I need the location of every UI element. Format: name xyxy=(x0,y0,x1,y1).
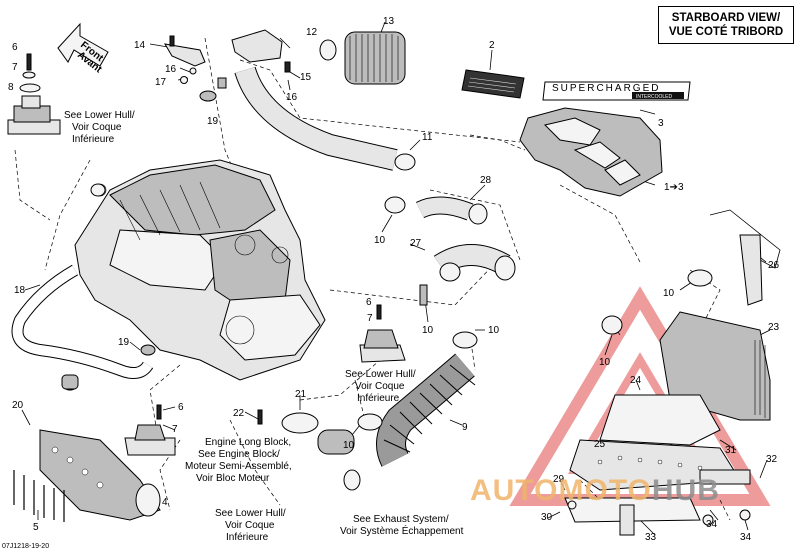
callout-24: 24 xyxy=(630,375,642,386)
callout-28: 28 xyxy=(480,175,492,186)
watermark-part2: HUB xyxy=(651,474,720,507)
callout-7c: 7 xyxy=(172,424,178,435)
callout-31: 31 xyxy=(725,445,737,456)
footer-code: 07J1218-19-20 xyxy=(2,543,50,550)
intercooler-23 xyxy=(601,311,771,421)
callout-7: 7 xyxy=(12,62,18,73)
callout-10c: 10 xyxy=(599,357,611,368)
note-lower-hull-3-l2: Voir Coque xyxy=(225,520,275,531)
note-lower-hull-3-l3: Inférieure xyxy=(226,532,269,543)
plate-24 xyxy=(599,394,721,446)
engine-block xyxy=(74,159,326,381)
engine-mount-mid xyxy=(124,404,176,456)
plate-25 xyxy=(569,439,741,491)
watermark-part1: AUTOMOTO xyxy=(470,474,652,507)
callout-10f: 10 xyxy=(343,440,355,451)
callout-13: 13 xyxy=(383,16,395,27)
note-lower-hull-1-l2: Voir Coque xyxy=(72,122,122,133)
note-engine-l4: Voir Bloc Moteur xyxy=(196,473,270,484)
callout-14: 14 xyxy=(134,40,146,51)
callout-26: 26 xyxy=(768,260,780,271)
engine-mount-right xyxy=(359,304,406,363)
note-exhaust-l1: See Exhaust System/ xyxy=(353,514,449,525)
notes: See Lower Hull/ Voir Coque Inférieure Se… xyxy=(64,110,464,543)
hose-28 xyxy=(384,196,488,225)
supercharged-plate: SUPERCHARGED INTERCOOLED xyxy=(542,81,691,101)
note-engine-l3: Moteur Semi-Assemblé, xyxy=(185,461,292,472)
callout-19b: 19 xyxy=(118,337,130,348)
callout-10d: 10 xyxy=(488,325,500,336)
note-exhaust-l2: Voir Système Échappement xyxy=(340,524,464,537)
callout-30: 30 xyxy=(541,512,553,523)
note-lower-hull-2-l2: Voir Coque xyxy=(355,381,405,392)
callout-5: 5 xyxy=(33,522,39,533)
callout-15: 15 xyxy=(300,72,312,83)
callout-4: 4 xyxy=(162,497,168,508)
bracket-bottom-right xyxy=(564,469,751,536)
intercooled-text: INTERCOOLED xyxy=(636,94,673,100)
air-filter-13 xyxy=(231,29,406,85)
note-lower-hull-1-l1: See Lower Hull/ xyxy=(64,110,135,121)
callout-9: 9 xyxy=(462,422,468,433)
callout-labels: 6 7 8 14 16 17 19 12 13 15 16 2 3 1➔3 11… xyxy=(8,16,780,543)
hose-27 xyxy=(433,244,516,282)
callout-33: 33 xyxy=(645,532,657,543)
callout-22: 22 xyxy=(233,408,245,419)
hose-18 xyxy=(11,264,154,380)
view-title-box: STARBOARD VIEW/ VUE COTÉ TRIBORD xyxy=(658,6,794,44)
tube-11 xyxy=(234,66,416,171)
front-arrow: Front Avant xyxy=(57,22,109,76)
callout-10e: 10 xyxy=(422,325,434,336)
callout-6c: 6 xyxy=(178,402,184,413)
bracket-26 xyxy=(687,209,781,306)
engine-mount-top-left xyxy=(7,53,61,135)
clamp-21 xyxy=(257,409,361,491)
note-engine-l2: See Engine Block/ xyxy=(198,449,280,460)
supercharged-text: SUPERCHARGED xyxy=(552,83,660,94)
callout-19: 19 xyxy=(207,116,219,127)
callout-12: 12 xyxy=(306,27,318,38)
watermark-text: AUTOMOTOHUB xyxy=(470,474,720,508)
view-title-en: STARBOARD VIEW/ xyxy=(671,12,781,24)
callout-10a: 10 xyxy=(374,235,386,246)
callout-8: 8 xyxy=(8,82,14,93)
callout-34a: 34 xyxy=(706,519,718,530)
note-lower-hull-2-l3: Inférieure xyxy=(357,393,400,404)
callout-6b: 6 xyxy=(366,297,372,308)
decal-2 xyxy=(461,69,525,99)
engine-cover-3 xyxy=(519,107,663,197)
callout-16b: 16 xyxy=(286,92,298,103)
exhaust-manifold-5 xyxy=(13,429,161,522)
callout-21: 21 xyxy=(295,389,307,400)
callout-18: 18 xyxy=(14,285,26,296)
note-lower-hull-2-l1: See Lower Hull/ xyxy=(345,369,416,380)
callout-3: 3 xyxy=(658,118,664,129)
callout-10b: 10 xyxy=(663,288,675,299)
callout-6: 6 xyxy=(12,42,18,53)
callout-25: 25 xyxy=(594,439,606,450)
bracket-14 xyxy=(164,35,227,102)
callout-11: 11 xyxy=(422,132,433,143)
part-20 xyxy=(61,374,79,390)
note-lower-hull-3-l1: See Lower Hull/ xyxy=(215,508,286,519)
corrugated-hose-9 xyxy=(357,284,478,467)
callout-1-3: 1➔3 xyxy=(664,182,684,193)
callout-2: 2 xyxy=(489,40,495,51)
view-title-fr: VUE COTÉ TRIBORD xyxy=(668,26,784,38)
callout-23: 23 xyxy=(768,322,780,333)
note-lower-hull-1-l3: Inférieure xyxy=(72,134,115,145)
callout-27: 27 xyxy=(410,238,422,249)
note-engine-l1: Engine Long Block, xyxy=(205,437,291,448)
callout-32: 32 xyxy=(766,454,778,465)
callout-7b: 7 xyxy=(367,313,373,324)
callout-20: 20 xyxy=(12,400,24,411)
callout-34b: 34 xyxy=(740,532,752,543)
callout-29: 29 xyxy=(553,474,565,485)
callout-17: 17 xyxy=(155,77,167,88)
callout-16: 16 xyxy=(165,64,177,75)
